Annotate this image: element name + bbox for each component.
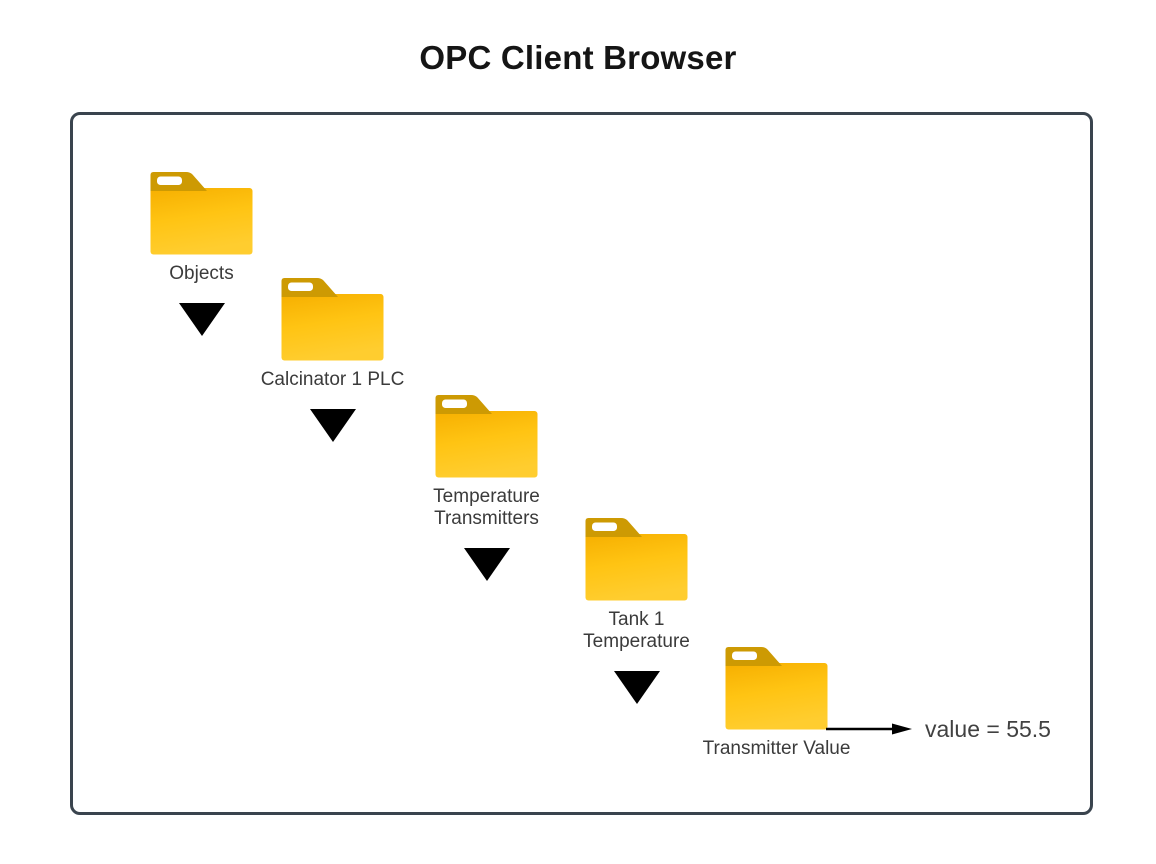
folder-icon[interactable] — [725, 645, 828, 730]
value-annotation: value = 55.5 — [925, 716, 1051, 742]
expand-triangle-icon[interactable] — [463, 548, 510, 581]
expand-triangle-icon[interactable] — [309, 409, 356, 442]
folder-icon[interactable] — [585, 516, 688, 601]
page-title: OPC Client Browser — [419, 39, 737, 76]
value-arrow-icon — [826, 723, 912, 735]
folder-label: Tank 1 Temperature — [583, 609, 690, 652]
folder-icon[interactable] — [281, 276, 384, 361]
tree-node-temperature-transmitters: Temperature Transmitters — [433, 393, 540, 581]
tree-node-objects: Objects — [150, 170, 253, 336]
tree-node-tank-1-temperature: Tank 1 Temperature — [583, 516, 690, 704]
folder-label: Objects — [169, 263, 234, 284]
expand-triangle-icon[interactable] — [178, 303, 225, 336]
folder-label: Transmitter Value — [702, 738, 851, 759]
expand-triangle-icon[interactable] — [613, 671, 660, 704]
tree-node-transmitter-value: Transmitter Value value = 55.5 — [703, 645, 1051, 760]
folder-icon[interactable] — [435, 393, 538, 478]
folder-label: Temperature Transmitters — [433, 486, 540, 529]
folder-label: Calcinator 1 PLC — [260, 369, 405, 390]
tree-node-calcinator-1-plc: Calcinator 1 PLC — [261, 276, 404, 442]
folder-icon[interactable] — [150, 170, 253, 255]
browser-tree-canvas: Objects Calcinator 1 PLC Temperature Tra… — [70, 112, 1093, 815]
